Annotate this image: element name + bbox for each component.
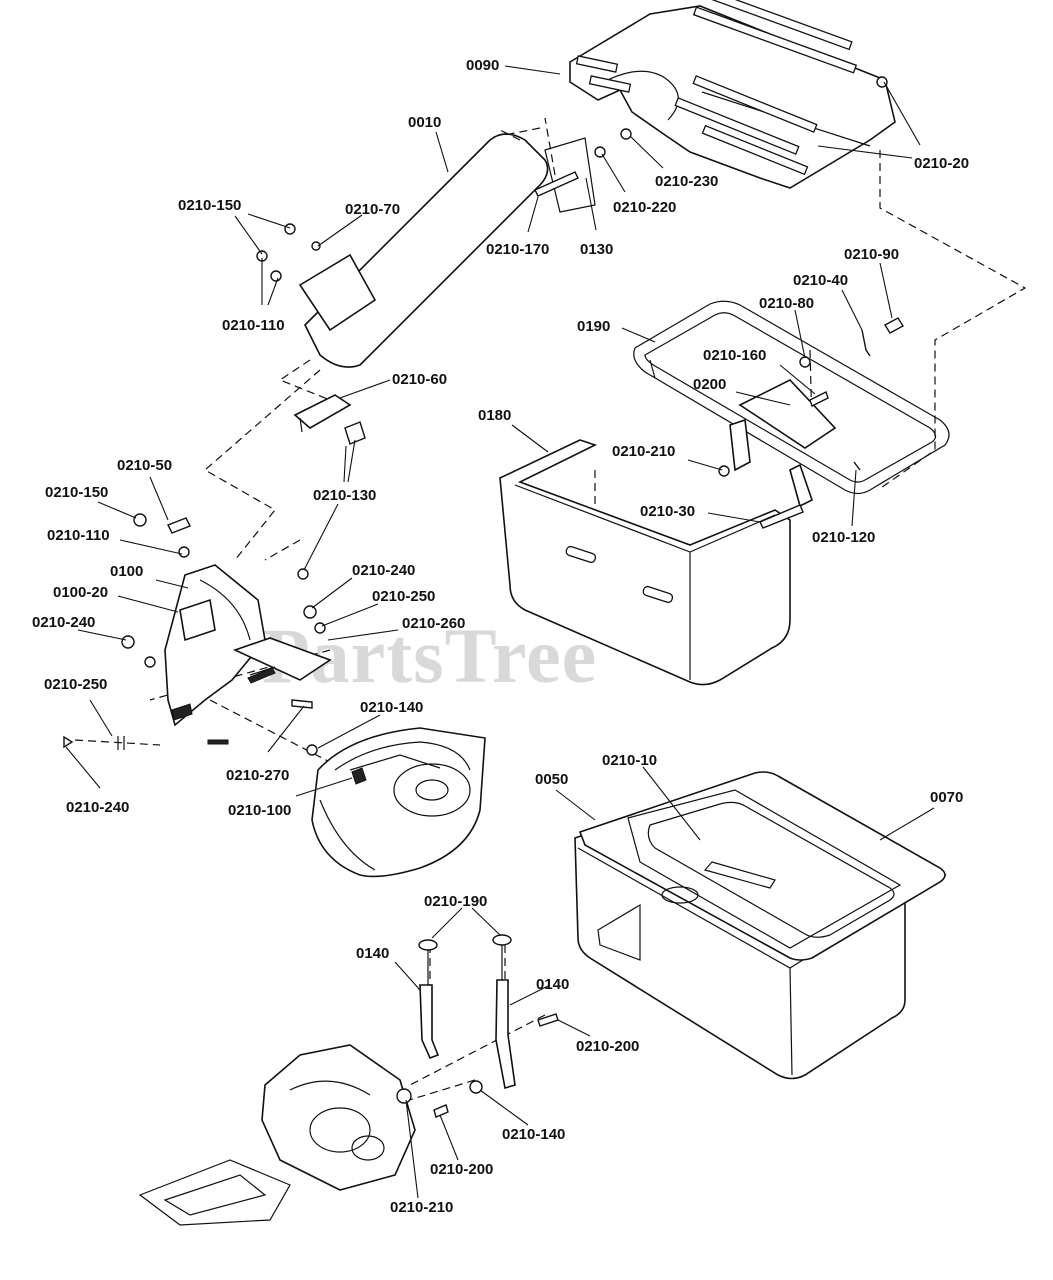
label-0210-100: 0210-100	[228, 802, 291, 819]
part-0140-rods	[418, 934, 516, 1090]
label-0210-130: 0210-130	[313, 487, 376, 504]
part-transaxle-assembly	[138, 1044, 416, 1226]
label-0210-210: 0210-210	[612, 443, 675, 460]
part-mower-deck	[311, 727, 486, 878]
part-0190-bag-frame	[633, 300, 950, 495]
part-0100-chute-adapter	[164, 564, 332, 727]
label-0210-30: 0210-30	[640, 503, 695, 520]
label-0100-20: 0100-20	[53, 584, 108, 601]
label-0210-230: 0210-230	[655, 173, 718, 190]
leader-lines	[65, 65, 935, 1199]
part-0010-chute-tube	[298, 133, 596, 368]
label-0140: 0140	[356, 945, 389, 962]
label-0210-20: 0210-20	[914, 155, 969, 172]
part-0090-fender-deck	[569, 0, 896, 189]
label-0210-70: 0210-70	[345, 201, 400, 218]
part-0210-60-bracket	[293, 394, 352, 433]
label-0100: 0100	[110, 563, 143, 580]
label-0210-210-lower: 0210-210	[390, 1199, 453, 1216]
label-0210-200-lower: 0210-200	[430, 1161, 493, 1178]
label-0190: 0190	[577, 318, 610, 335]
label-0210-110-lower: 0210-110	[47, 527, 110, 544]
callout-labels: 0090 0010 0210-20 0210-230 0210-220 0210…	[32, 57, 969, 1216]
label-0210-160: 0210-160	[703, 347, 766, 364]
label-0010: 0010	[408, 114, 441, 131]
label-0210-80: 0210-80	[759, 295, 814, 312]
label-0210-220: 0210-220	[613, 199, 676, 216]
label-0210-60: 0210-60	[392, 371, 447, 388]
label-0210-120: 0210-120	[812, 529, 875, 546]
label-0210-40: 0210-40	[793, 272, 848, 289]
label-0210-150-lower: 0210-150	[45, 484, 108, 501]
label-0210-110: 0210-110	[222, 317, 285, 334]
label-0210-240-left: 0210-240	[32, 614, 95, 631]
label-0210-170: 0210-170	[486, 241, 549, 258]
label-0210-250: 0210-250	[372, 588, 435, 605]
label-0050: 0050	[535, 771, 568, 788]
label-0210-270: 0210-270	[226, 767, 289, 784]
label-0200: 0200	[693, 376, 726, 393]
label-0210-10: 0210-10	[602, 752, 657, 769]
label-0210-150: 0210-150	[178, 197, 241, 214]
label-0210-90: 0210-90	[844, 246, 899, 263]
label-0140-right: 0140	[536, 976, 569, 993]
label-0210-250-left: 0210-250	[44, 676, 107, 693]
label-0210-240-bottom: 0210-240	[66, 799, 129, 816]
label-0210-140: 0210-140	[360, 699, 423, 716]
label-0130: 0130	[580, 241, 613, 258]
label-0210-190: 0210-190	[424, 893, 487, 910]
label-0210-200: 0210-200	[576, 1038, 639, 1055]
part-0070-bag-lid	[578, 771, 946, 961]
label-0210-240: 0210-240	[352, 562, 415, 579]
label-0180: 0180	[478, 407, 511, 424]
label-0210-140-lower: 0210-140	[502, 1126, 565, 1143]
label-0090: 0090	[466, 57, 499, 74]
hardware-fasteners	[63, 76, 904, 1118]
part-0200-bracket	[729, 379, 837, 508]
label-0210-50: 0210-50	[117, 457, 172, 474]
label-0210-260: 0210-260	[402, 615, 465, 632]
label-0070: 0070	[930, 789, 963, 806]
